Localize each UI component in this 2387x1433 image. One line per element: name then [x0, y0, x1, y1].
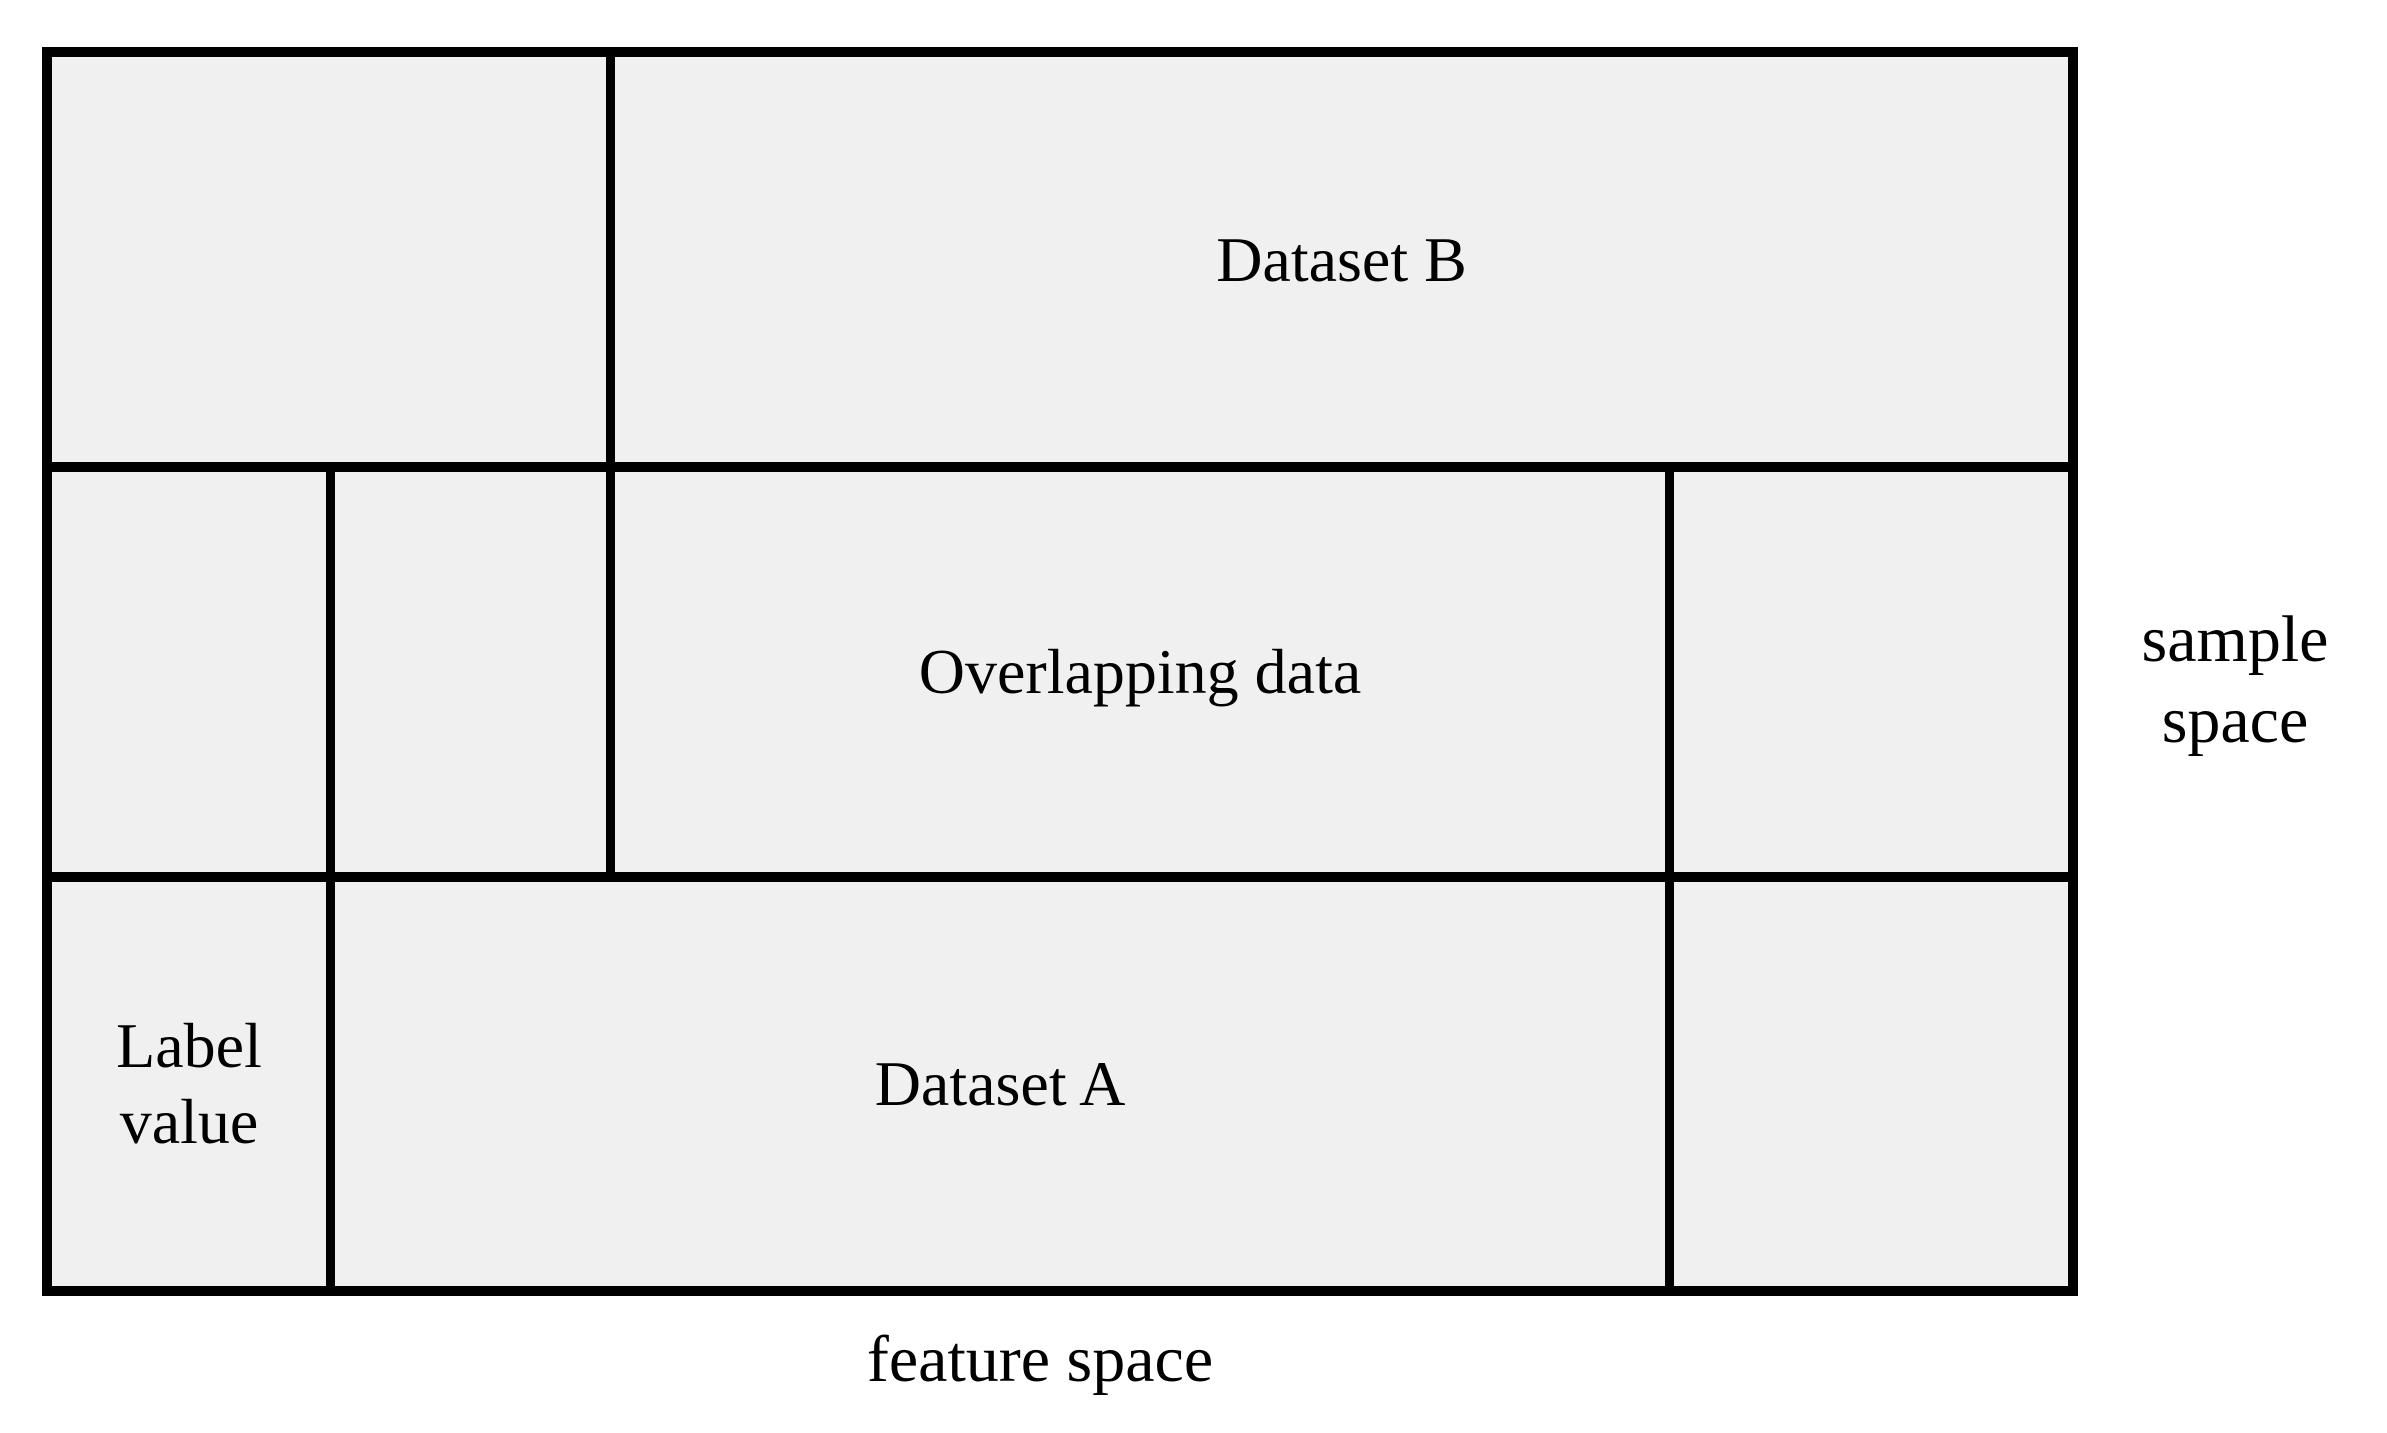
- grid-diagram: Dataset B Overlapping data Label value: [42, 47, 2078, 1296]
- row3-col3-cell: [1674, 882, 2068, 1286]
- row2-col1-cell: [52, 472, 326, 872]
- row2-vertical-divider-2: [606, 472, 615, 872]
- row2-col3-cell-overlapping-data: Overlapping data: [615, 472, 1665, 872]
- label-value-label: Label value: [116, 1010, 262, 1157]
- row1-row2-divider: [52, 462, 2068, 472]
- row1-col2-cell-dataset-b: Dataset B: [615, 57, 2068, 462]
- row3-vertical-divider-2: [1665, 882, 1674, 1286]
- row3-col2-cell-dataset-a: Dataset A: [335, 882, 1665, 1286]
- row1-col1-cell: [52, 57, 606, 462]
- feature-space-axis-label: feature space: [866, 1323, 1214, 1396]
- row1-vertical-divider: [606, 57, 615, 462]
- row2-col2-cell: [335, 472, 606, 872]
- sample-space-axis-label: sample space: [2141, 603, 2329, 757]
- row3-vertical-divider-1: [326, 882, 335, 1286]
- dataset-a-label: Dataset A: [874, 1048, 1126, 1120]
- row2-row3-divider: [52, 872, 2068, 882]
- row2-col4-cell: [1674, 472, 2068, 872]
- dataset-b-label: Dataset B: [1216, 223, 1467, 295]
- overlapping-data-label: Overlapping data: [918, 636, 1362, 708]
- row2-vertical-divider-3: [1665, 472, 1674, 872]
- row2-vertical-divider-1: [326, 472, 335, 872]
- row3-col1-cell-label-value: Label value: [52, 882, 326, 1286]
